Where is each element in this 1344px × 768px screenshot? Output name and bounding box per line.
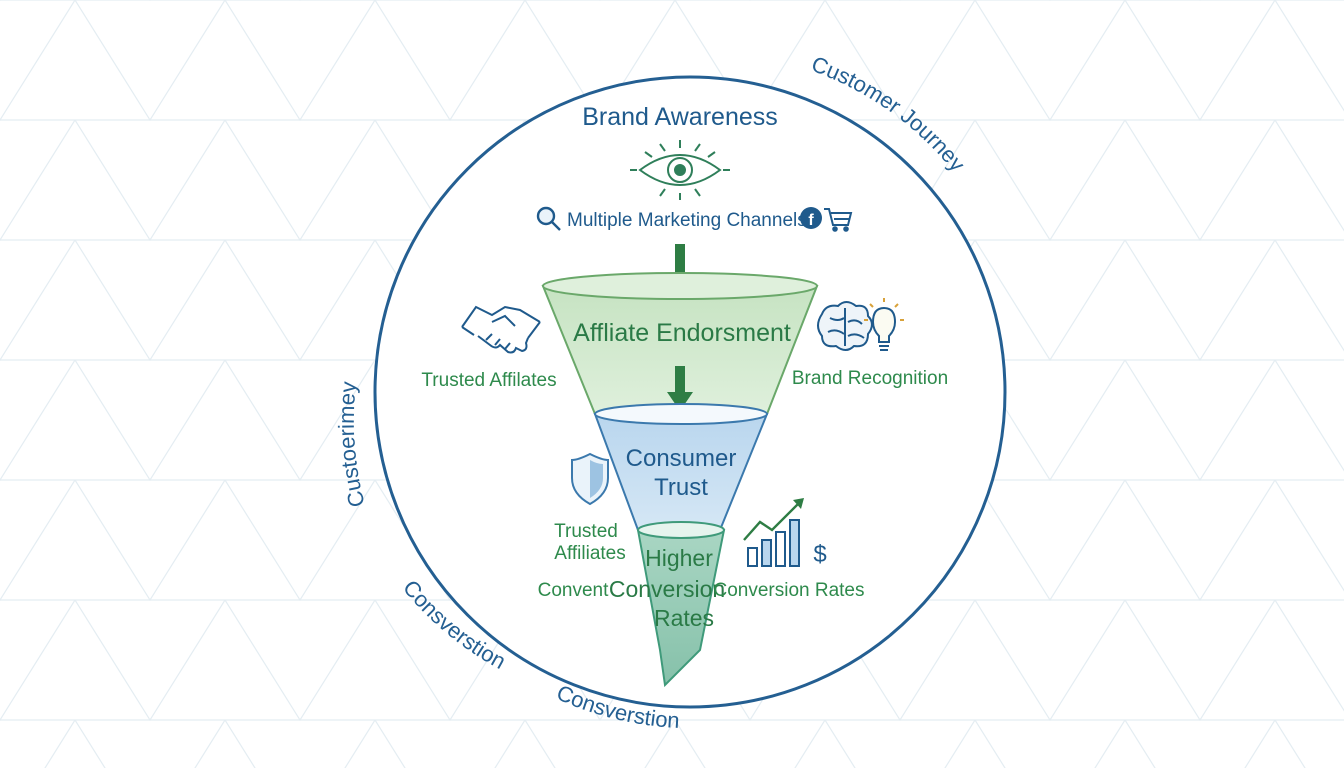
svg-text:f: f [808,212,814,229]
channels-label: Multiple Marketing Channels [567,210,807,231]
facebook-icon: f [800,207,822,229]
handshake-icon [461,305,541,354]
stage2-label-line2: Trust [654,474,708,501]
conversion-rates-label: Conversion Rates [713,580,864,601]
stage3-label-line1: Higher [645,545,713,571]
brain-icon [817,301,873,351]
stage2-label-line1: Consumer [626,445,737,472]
trusted-affiliates-line2: Affiliates [554,543,625,564]
eye-icon [630,140,730,200]
stage1-label: Affliate Endorsment [573,319,791,347]
trusted-affiliates-left: Trusted Affilates [421,370,556,391]
arrow-down-icon [667,366,693,411]
stage3-label-line3: Rates [654,605,714,631]
search-icon [536,206,561,231]
brand-awareness-title: Brand Awareness [582,103,778,131]
stage3-label-line2: Conversion [609,576,725,602]
lightbulb-icon [864,298,904,351]
bar-chart-icon [743,498,804,567]
funnel-stage-2 [593,403,769,531]
trusted-affiliates-line1: Trusted [554,521,618,542]
convent-label: Convent [538,580,609,601]
cart-icon [824,208,853,232]
shield-icon [571,452,609,506]
funnel-stage-3 [636,521,726,688]
dollar-sign: $ [813,541,826,568]
brand-recognition-label: Brand Recognition [792,368,948,389]
